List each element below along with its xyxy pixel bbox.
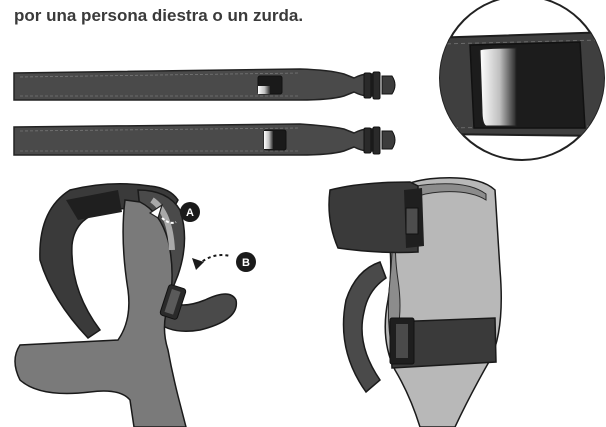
strap-bottom-view xyxy=(13,123,396,156)
callout-b: B xyxy=(236,252,256,272)
callout-a: A xyxy=(180,202,200,222)
left-brace-assembly xyxy=(14,183,238,427)
strap-buckle-1 xyxy=(363,71,396,100)
strap-top-view xyxy=(13,68,396,101)
strap-buckle-2 xyxy=(363,126,396,155)
callout-b-label: B xyxy=(242,257,250,269)
instruction-text: por una persona diestra o un zurda. xyxy=(14,6,304,25)
right-brace-assembly xyxy=(328,177,502,427)
zoom-detail-circle xyxy=(439,0,605,161)
callout-a-label: A xyxy=(186,207,194,219)
